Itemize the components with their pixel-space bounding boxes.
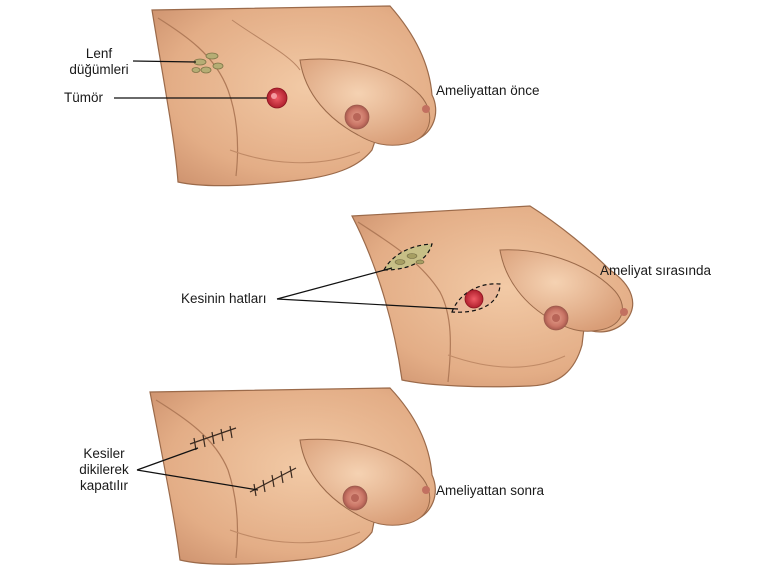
leader-incision-1 — [277, 268, 392, 299]
tumor-before — [267, 88, 287, 108]
label-lymph-nodes-line1: Lenf — [64, 46, 134, 62]
torso-before — [152, 6, 436, 186]
tumor-during — [465, 290, 483, 308]
label-lymph-nodes-line2: düğümleri — [64, 62, 134, 78]
label-during: Ameliyat sırasında — [600, 263, 711, 279]
torso-during — [352, 206, 633, 387]
label-sutured-line2: dikilerek — [68, 462, 140, 478]
label-lymph-nodes: Lenf düğümleri — [64, 46, 134, 78]
label-sutured-line1: Kesiler — [68, 446, 140, 462]
label-sutured-line3: kapatılır — [68, 478, 140, 494]
label-sutured: Kesiler dikilerek kapatılır — [68, 446, 140, 494]
torso-after — [150, 388, 435, 564]
label-incision-lines: Kesinin hatları — [181, 291, 267, 307]
label-before: Ameliyattan önce — [436, 83, 540, 99]
label-tumor: Tümör — [64, 90, 103, 106]
label-after: Ameliyattan sonra — [436, 483, 544, 499]
